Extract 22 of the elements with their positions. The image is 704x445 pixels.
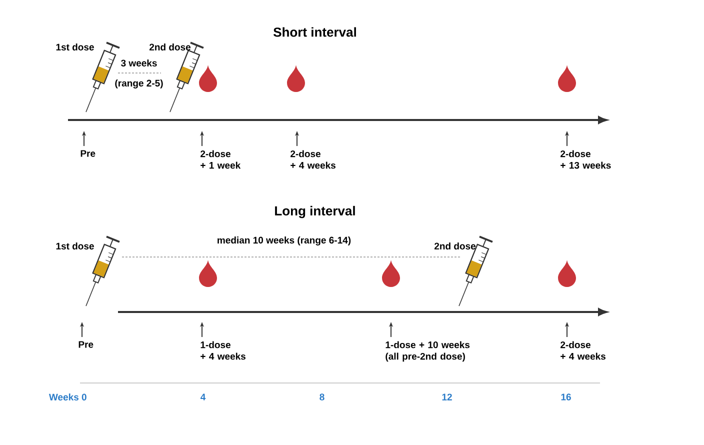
dose-label: 1st dose (56, 242, 94, 250)
dose-label: 1st dose (56, 44, 94, 50)
section-title: Long interval (275, 206, 355, 218)
interval-label: median 10 weeks (range 6-14) (218, 236, 351, 246)
tick-label: 12 (442, 394, 452, 400)
section-title: Short interval (273, 27, 356, 37)
timepoint-label: 2-dose + 4 weeks (560, 341, 606, 360)
interval-label: (range 2-5) (115, 80, 163, 88)
timepoint-label: 2-dose + 1 week (200, 150, 241, 169)
tick-label: 4 (200, 394, 206, 400)
timepoint-label: 2-dose + 13 weeks (560, 150, 611, 169)
timepoint-label: Pre (80, 150, 96, 157)
tick-label: 16 (561, 394, 571, 400)
timepoint-label: 1-dose + 10 weeks (all pre-2nd dose) (386, 341, 470, 362)
axis-label: Weeks 0 (48, 394, 86, 400)
dose-label: 2nd dose (149, 44, 191, 50)
tick-label: 8 (320, 394, 324, 400)
dose-label: 2nd dose (434, 242, 476, 250)
timepoint-label: 2-dose + 4 weeks (290, 150, 336, 169)
interval-label: 3 weeks (121, 60, 157, 66)
timepoint-label: 1-dose + 4 weeks (200, 341, 246, 360)
timepoint-label: Pre (78, 341, 94, 348)
